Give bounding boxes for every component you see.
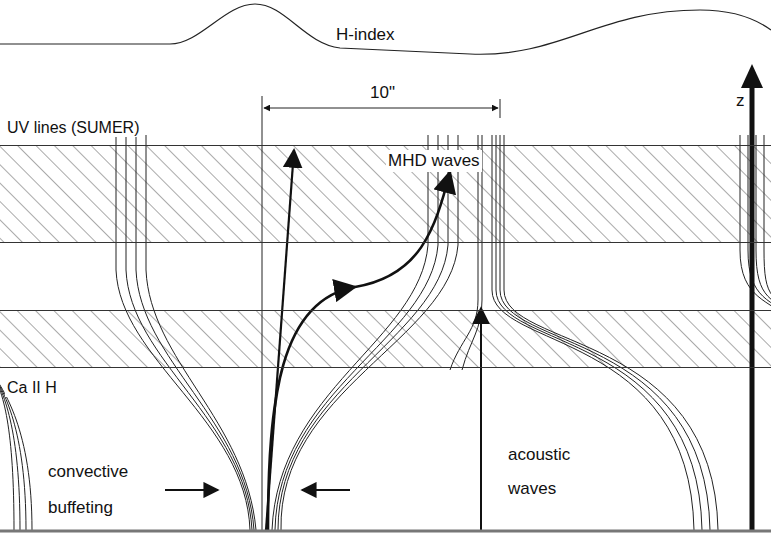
field-line: [504, 135, 718, 530]
field-lines: [0, 135, 771, 530]
acoustic-wave-arrow: [480, 308, 482, 530]
height-band: Ca II H: [0, 310, 771, 368]
field-line: [136, 135, 254, 530]
field-line: [764, 135, 771, 320]
z-axis: [750, 80, 755, 530]
dimension-tick: [500, 99, 501, 118]
dimension-label: 10": [368, 82, 397, 104]
dimension-line: [264, 108, 498, 109]
field-line: [126, 135, 252, 530]
field-line: [492, 135, 694, 530]
field-line: [496, 135, 702, 530]
field-line: [281, 135, 458, 530]
band-label: Ca II H: [5, 379, 59, 397]
surface-line: [0, 530, 771, 533]
mhd-wave-arrow: [355, 172, 450, 287]
z-axis-head: [741, 64, 763, 88]
wave-label: MHD waves: [386, 150, 482, 172]
buffeting-arrow: [302, 489, 350, 491]
field-line: [146, 135, 256, 530]
field-line: [278, 135, 448, 530]
band-label: UV lines (SUMER): [5, 119, 141, 137]
reference-line: [262, 96, 263, 530]
field-line: [500, 135, 710, 530]
h-index-curve: [0, 4, 771, 54]
wave-label: acoustic waves: [506, 438, 610, 506]
curve-label: H-index: [334, 24, 397, 46]
buffeting-arrow: [165, 489, 218, 491]
hatching: [0, 310, 771, 368]
field-line: [275, 135, 438, 530]
process-label: convective buffeting: [46, 454, 160, 526]
mhd-wave-arrow: [268, 287, 355, 530]
axis-label: z: [734, 90, 747, 112]
